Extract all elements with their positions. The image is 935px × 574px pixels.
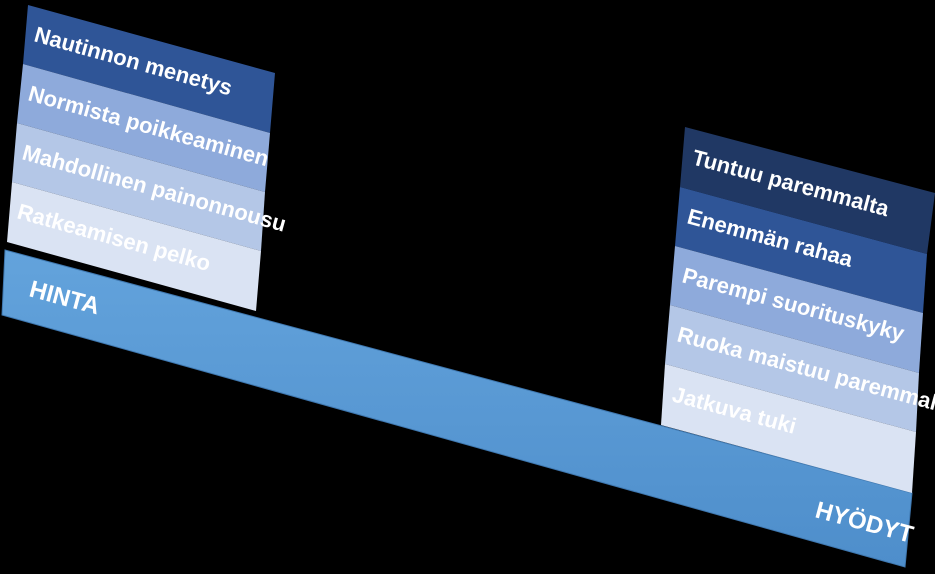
- left-block-ratkeamisen-pelko: [7, 182, 261, 311]
- left-block-mahdollinen-painonnousu: [12, 123, 265, 251]
- right-block-enemman-rahaa: [675, 187, 927, 313]
- right-stack: Tuntuu paremmalta Enemmän rahaa Parempi …: [661, 127, 935, 493]
- right-block-parempi-suorituskyky: [670, 246, 923, 373]
- right-block-tuntuu-paremmalta: [680, 127, 935, 254]
- right-block-jatkuva-tuki: [661, 364, 916, 493]
- left-block-normista-poikkeaminen: [17, 64, 270, 192]
- right-block-ruoka-maistuu-paremmalta: [665, 305, 919, 432]
- beam: [1, 249, 913, 568]
- left-block-nautinnon-menetys: [23, 5, 275, 133]
